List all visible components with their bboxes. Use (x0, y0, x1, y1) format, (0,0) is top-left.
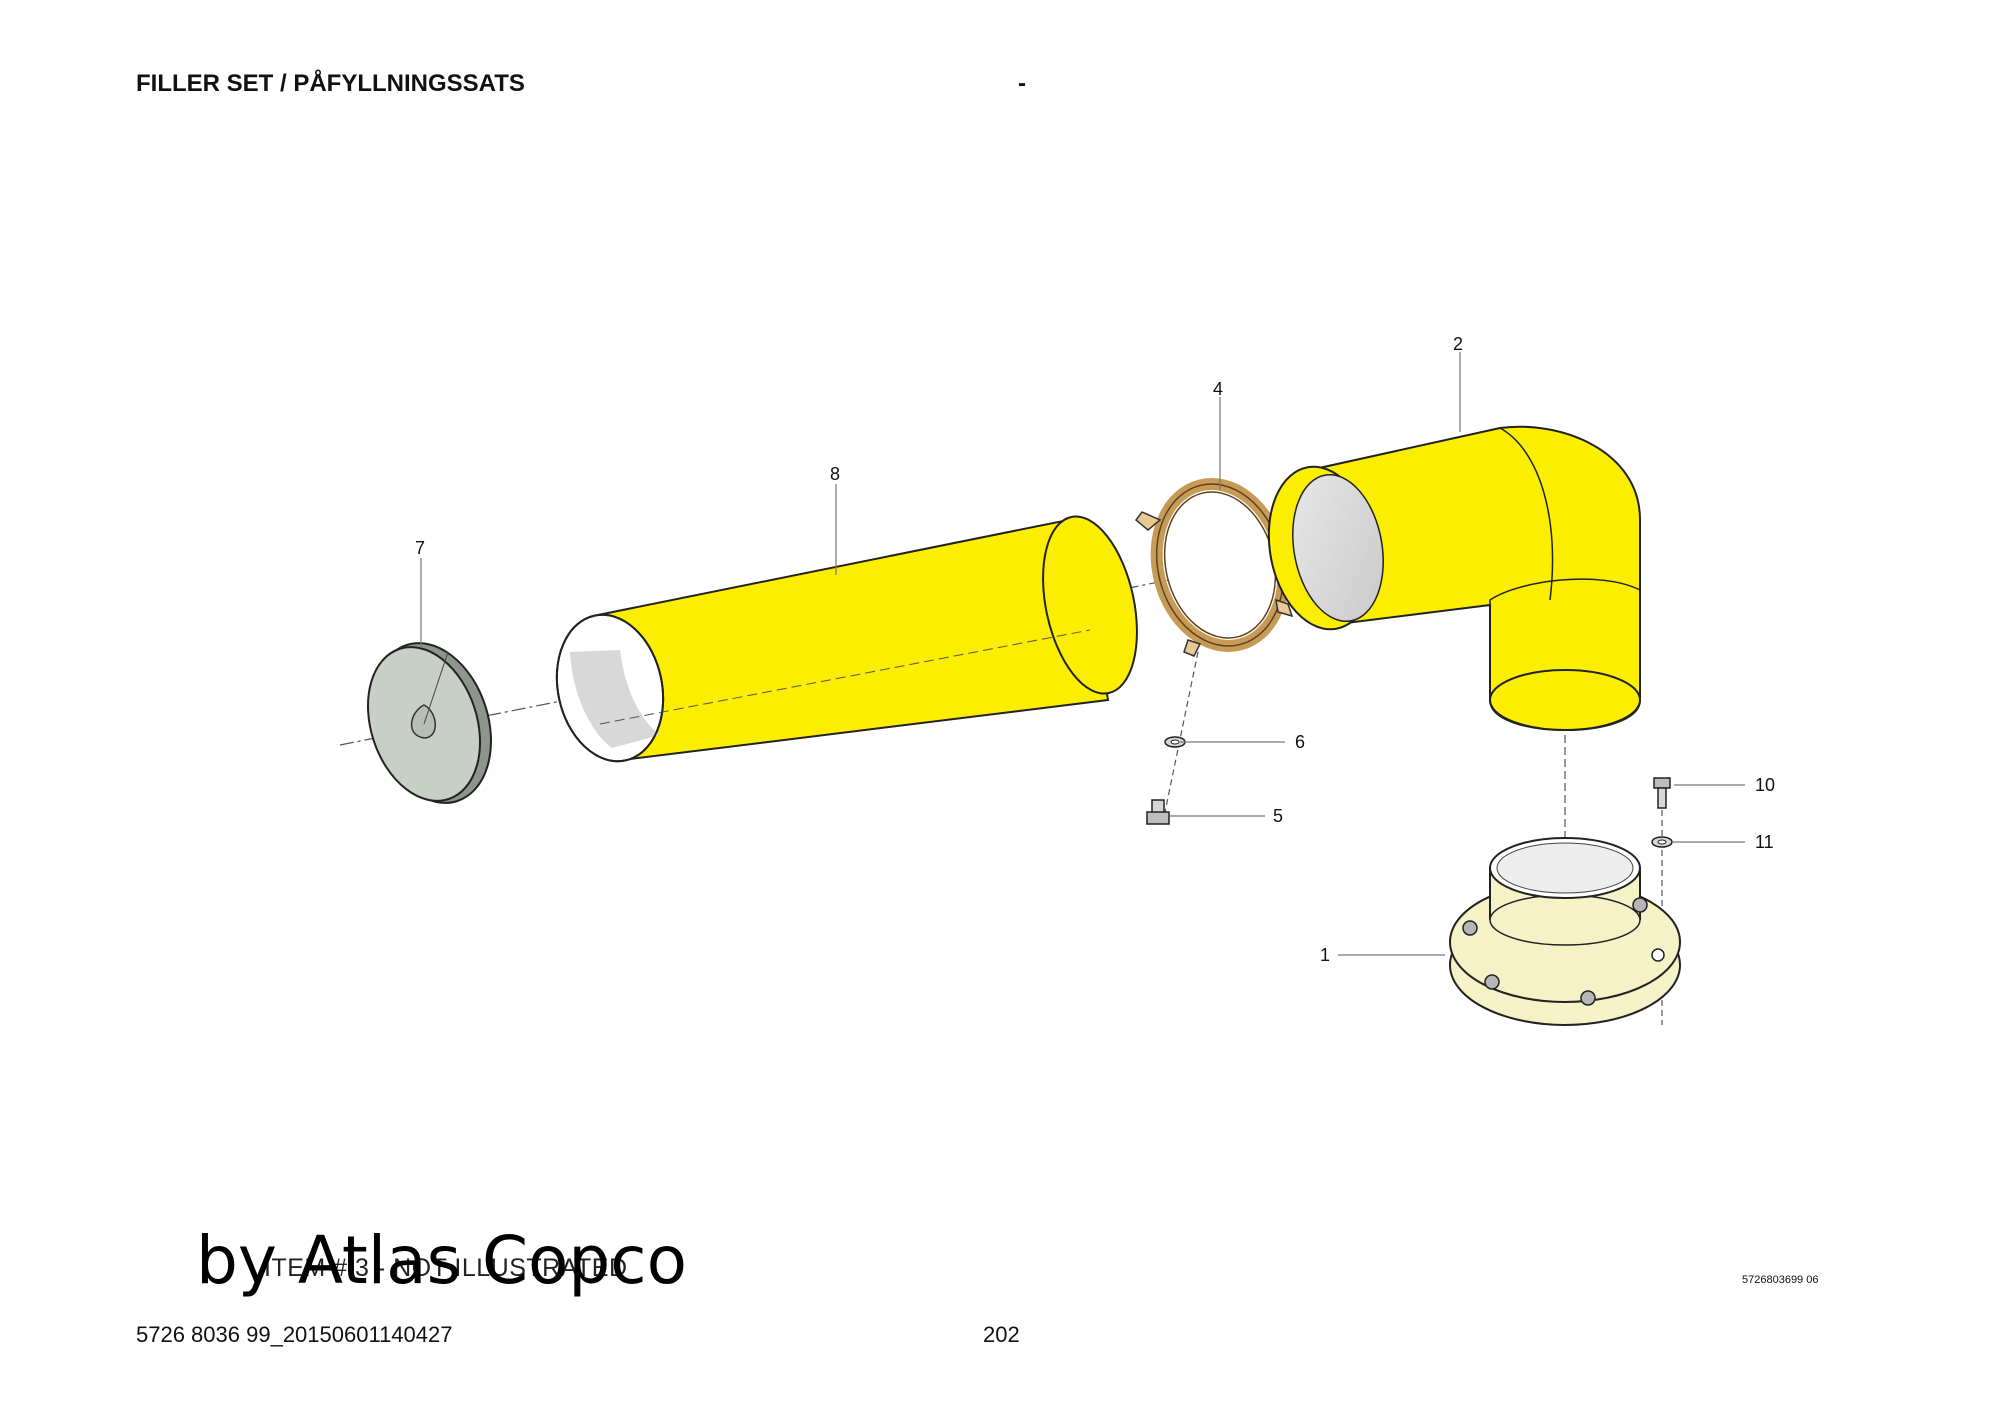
footer-page-number: 202 (983, 1322, 1020, 1347)
drawing-reference: 5726803699 06 (1742, 1274, 1819, 1286)
footer-document-code: 5726 8036 99_20150601140427 (136, 1322, 453, 1347)
callout-6: 6 (1295, 732, 1305, 752)
callout-4: 4 (1213, 379, 1223, 399)
leader-lines (420, 352, 1745, 956)
watermark: by Atlas Copco (196, 1222, 687, 1299)
clamp-bolt-axis-line (1164, 651, 1199, 813)
callout-7: 7 (415, 538, 425, 558)
callout-2: 2 (1453, 334, 1463, 354)
washer-part-11 (1651, 836, 1673, 848)
callout-1: 1 (1320, 945, 1330, 965)
screw-part-5 (1146, 799, 1170, 825)
pipe-part-8 (555, 515, 1138, 763)
not-illustrated-note: ITEM # 3 - NOT ILLUSTRATED (264, 1254, 628, 1282)
end-cover-part-7 (366, 642, 492, 804)
flange-part-1 (1449, 837, 1681, 1026)
callout-5: 5 (1273, 806, 1283, 826)
page-title: FILLER SET / PÅFYLLNINGSSATS (136, 70, 525, 97)
elbow-pipe-part-2 (1267, 425, 1641, 731)
callout-11: 11 (1755, 832, 1774, 852)
callout-8: 8 (830, 464, 840, 484)
callout-10: 10 (1755, 775, 1775, 795)
clamp-part-4 (1134, 478, 1294, 657)
header-dash: - (1018, 70, 1026, 97)
bolt-part-10 (1653, 777, 1671, 809)
